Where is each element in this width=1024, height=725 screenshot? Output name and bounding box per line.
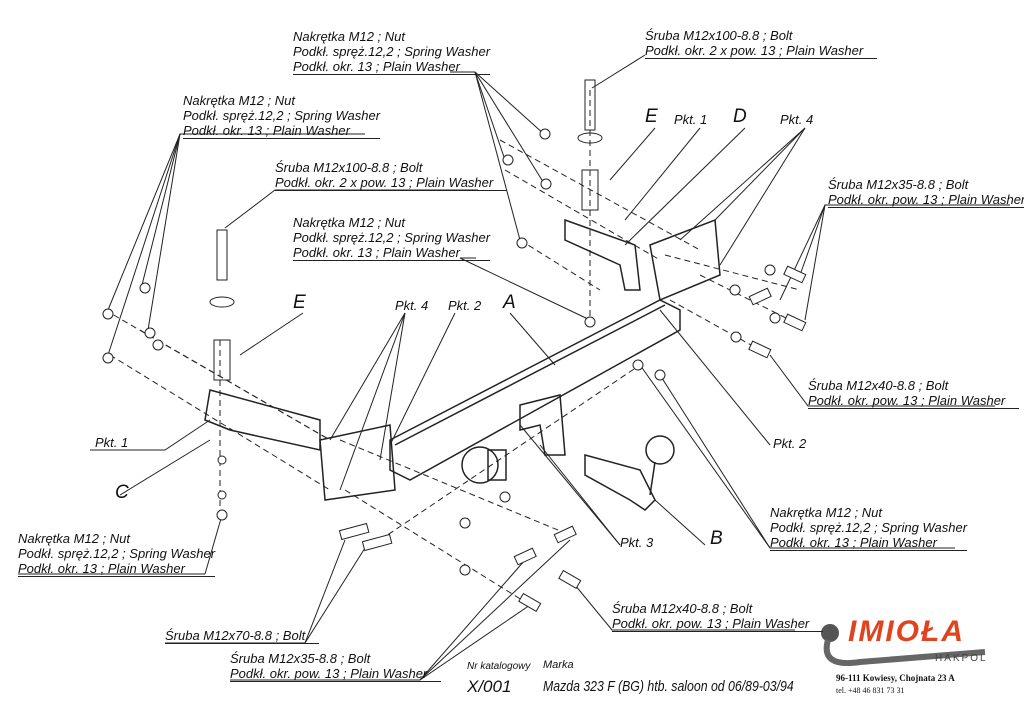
label-line: Śruba M12x35-8.8 ; Bolt [828, 177, 969, 192]
label-line: Podkł. okr. pow. 13 ; Plain Washer [828, 192, 1024, 208]
label-line: Nakrętka M12 ; Nut [770, 505, 882, 520]
label-line: Podkł. spręż.12,2 ; Spring Washer [183, 108, 381, 123]
brand-label: Marka [543, 659, 574, 671]
fasteners [102, 79, 807, 613]
marker-d: D [733, 106, 747, 127]
marker-pkt4-top: Pkt. 4 [780, 112, 814, 127]
vehicle-description: Mazda 323 F (BG) htb. saloon od 06/89-03… [543, 678, 794, 695]
label-line: Nakrętka M12 ; Nut [293, 29, 405, 44]
towbar-crossbar [204, 218, 721, 511]
company-logo: IMIOŁA [848, 615, 965, 648]
label-line: Śruba M12x40-8.8 ; Bolt [808, 378, 949, 393]
label-line: Śruba M12x35-8.8 ; Bolt [230, 651, 371, 666]
label-line: Podkł. okr. pow. 13 ; Plain Washer [808, 393, 1020, 409]
label-line: Śruba M12x70-8.8 ; Bolt [165, 628, 320, 644]
marker-e-left: E [293, 292, 306, 313]
marker-pkt1-left: Pkt. 1 [95, 435, 129, 450]
marker-pkt1-top: Pkt. 1 [674, 112, 708, 127]
label-line: Podkł. okr. pow. 13 ; Plain Washer [230, 666, 442, 682]
marker-pkt2-center: Pkt. 2 [448, 298, 482, 313]
marker-b: B [710, 528, 723, 549]
label-line: Podkł. okr. 2 x pow. 13 ; Plain Washer [275, 175, 508, 191]
dashed-axis-lines [104, 90, 801, 606]
logo-ball-icon [821, 624, 986, 666]
company-phone: tel. +48 46 831 73 31 [836, 686, 905, 695]
label-line: Śruba M12x100-8.8 ; Bolt [275, 160, 423, 175]
label-line: Nakrętka M12 ; Nut [183, 93, 295, 108]
catalog-number-label: Nr katalogowy [467, 661, 531, 672]
label-bolt-m12x70: Śruba M12x70-8.8 ; Bolt [165, 628, 320, 644]
label-line: Podkł. spręż.12,2 ; Spring Washer [770, 520, 968, 535]
leader-lines [18, 54, 1010, 681]
label-line: Podkł. okr. 2 x pow. 13 ; Plain Washer [645, 43, 878, 59]
label-line: Podkł. okr. pow. 13 ; Plain Washer [612, 616, 824, 632]
marker-e-top: E [645, 106, 658, 127]
label-line: Podkł. spręż.12,2 ; Spring Washer [293, 44, 491, 59]
company-logo-sub: HAKPOL [935, 653, 988, 664]
marker-pkt3: Pkt. 3 [620, 535, 654, 550]
label-line: Śruba M12x100-8.8 ; Bolt [645, 28, 793, 43]
label-line: Podkł. okr. 13 ; Plain Washer [293, 245, 491, 261]
label-line: Nakrętka M12 ; Nut [293, 215, 405, 230]
label-line: Podkł. okr. 13 ; Plain Washer [293, 59, 491, 75]
label-line: Podkł. okr. 13 ; Plain Washer [18, 561, 216, 577]
marker-a: A [503, 292, 516, 313]
label-line: Podkł. spręż.12,2 ; Spring Washer [293, 230, 491, 245]
marker-pkt2-right: Pkt. 2 [773, 436, 807, 451]
label-line: Podkł. okr. 13 ; Plain Washer [183, 123, 381, 139]
company-address: 96-111 Kowiesy, Chojnata 23 A [836, 673, 955, 683]
catalog-number: X/001 [467, 677, 512, 696]
label-line: Śruba M12x40-8.8 ; Bolt [612, 601, 753, 616]
marker-pkt4-center: Pkt. 4 [395, 298, 429, 313]
label-line: Podkł. okr. 13 ; Plain Washer [770, 535, 968, 551]
label-line: Podkł. spręż.12,2 ; Spring Washer [18, 546, 216, 561]
label-line: Nakrętka M12 ; Nut [18, 531, 130, 546]
marker-c: C [115, 482, 129, 503]
